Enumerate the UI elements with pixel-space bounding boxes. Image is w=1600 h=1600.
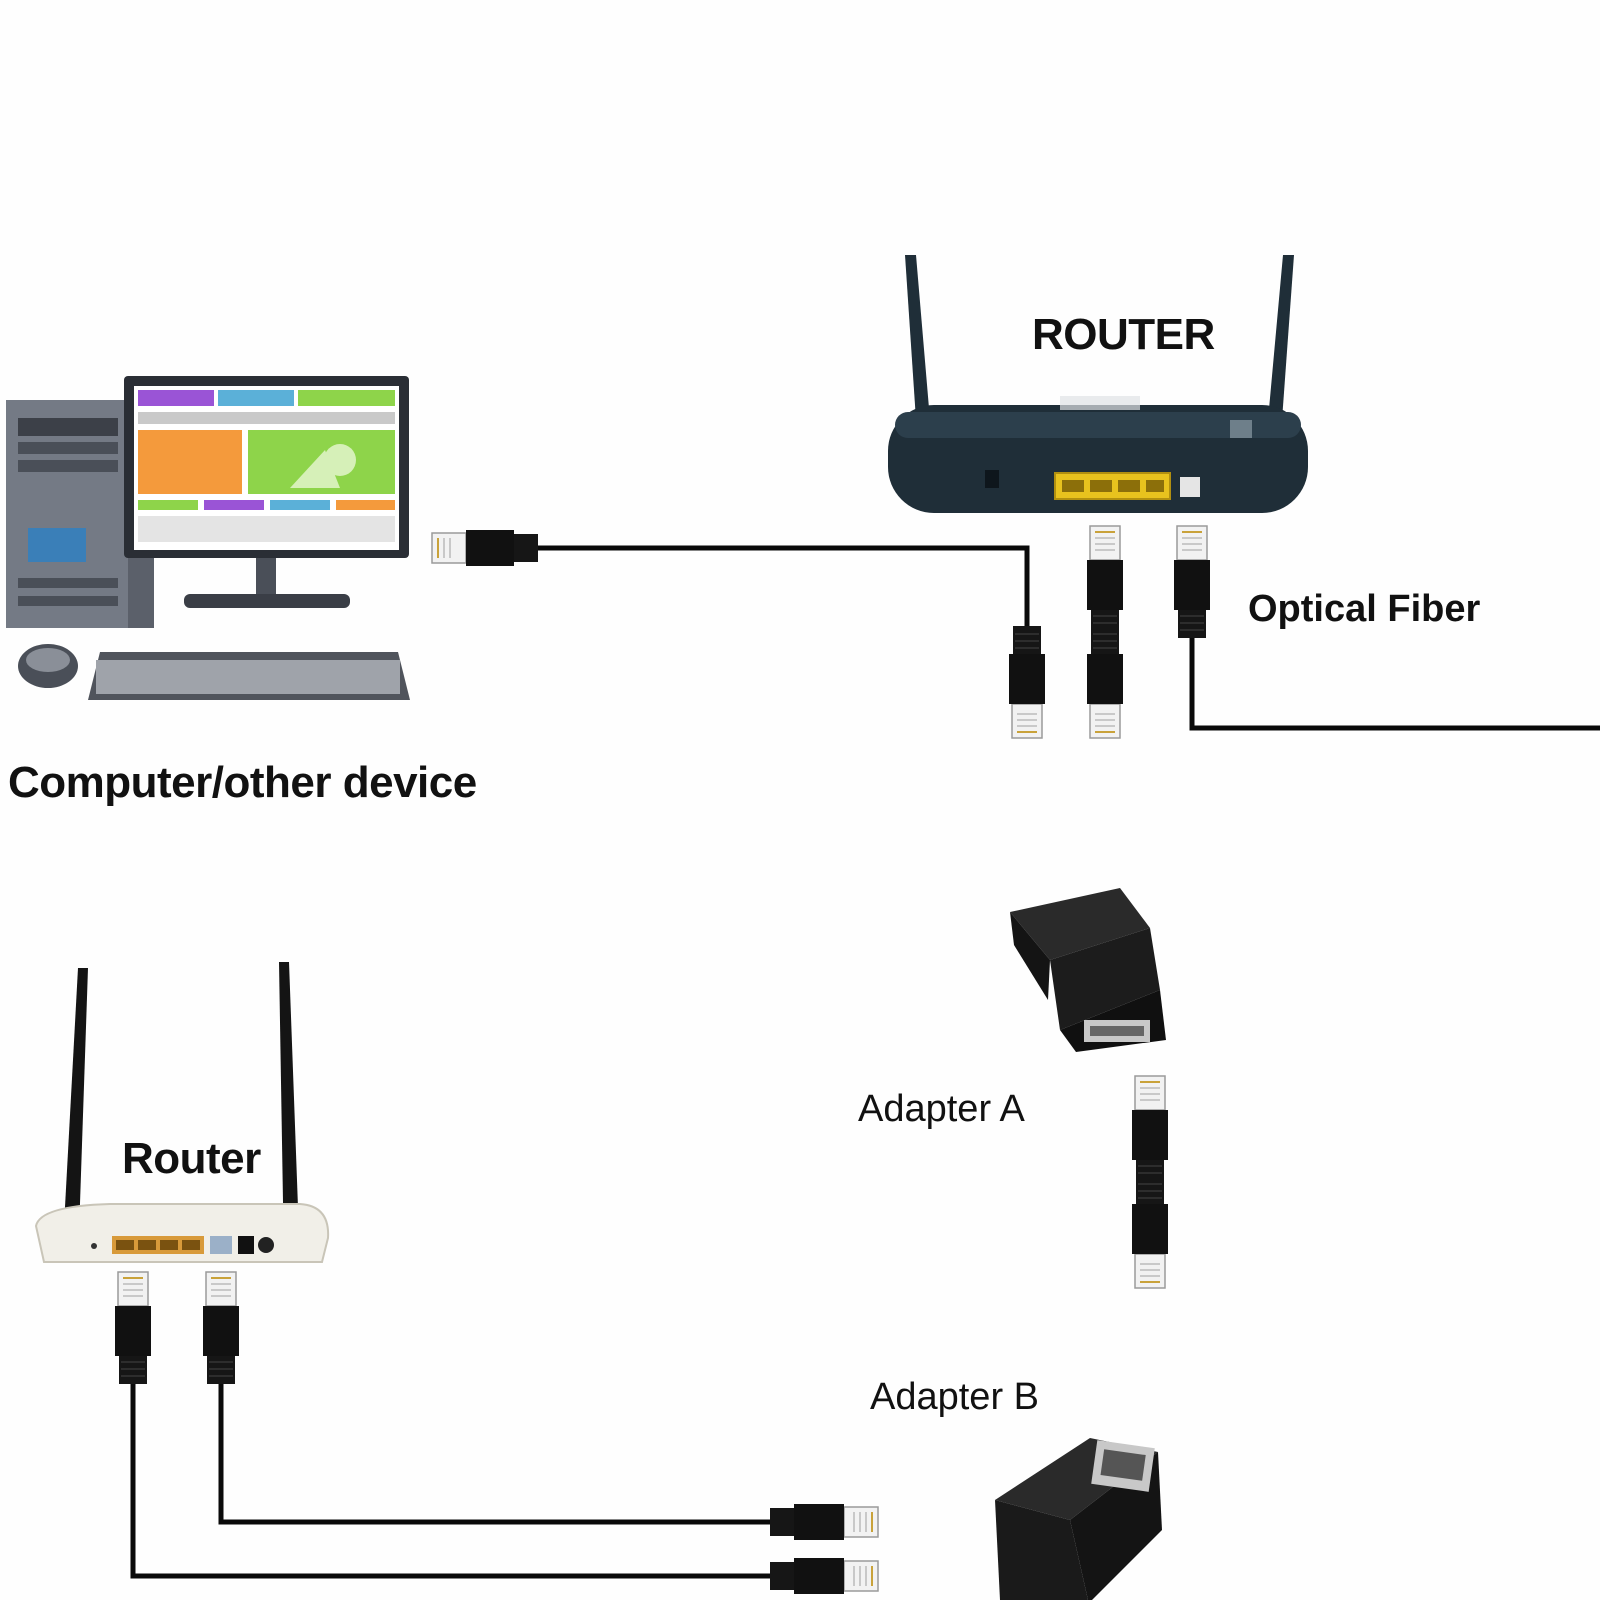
rj45-plug-icon (1086, 525, 1124, 639)
cables (130, 545, 1600, 1579)
rj45-plug-icon (1131, 1175, 1169, 1289)
rj45-plug-icon (769, 1557, 879, 1595)
computer-label: Computer/other device (8, 758, 477, 807)
cable-second-router-lan-1 (130, 1380, 775, 1579)
antenna-icon (1268, 255, 1294, 420)
rj45-plug-icon (1173, 525, 1211, 639)
antenna-icon (905, 255, 930, 420)
adapter-a-label: Adapter A (858, 1088, 1025, 1130)
main-router-label: ROUTER (1032, 310, 1215, 359)
rj45-plug-icon (1131, 1075, 1169, 1189)
second-router (34, 962, 330, 1263)
rj45-plug-icon (1086, 625, 1124, 739)
rj45-plug-icon (431, 529, 539, 567)
adapter-b (995, 1438, 1162, 1600)
antenna-icon (62, 968, 88, 1262)
adapter-a (1010, 888, 1166, 1052)
adapter-b-label: Adapter B (870, 1376, 1039, 1418)
rj45-plug-icon (1008, 625, 1046, 739)
optical-fiber-label: Optical Fiber (1248, 588, 1481, 630)
cable-optical-fiber (1189, 638, 1600, 731)
lan-ports-icon (112, 1236, 204, 1254)
second-router-label: Router (122, 1134, 261, 1183)
cable-computer-to-adapter-a (530, 545, 1030, 738)
antenna-icon (279, 962, 300, 1262)
rj45-plug-icon (202, 1271, 240, 1385)
rj45-plug-icon (114, 1271, 152, 1385)
cable-second-router-lan-2 (218, 1380, 775, 1525)
computer (6, 376, 410, 700)
main-router (888, 255, 1308, 513)
rj45-plug-icon (769, 1503, 879, 1541)
